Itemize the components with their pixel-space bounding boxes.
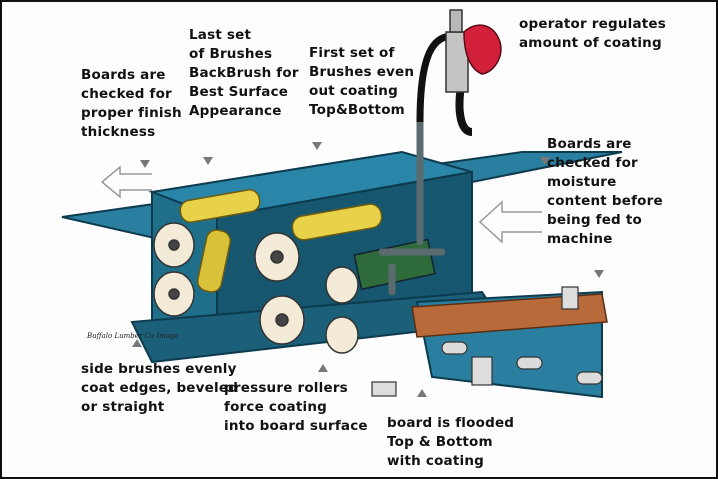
- label-side-brushes: side brushes evenly coat edges, beveled …: [81, 361, 239, 415]
- image-credit: Buffalo Lumber Co Image: [87, 332, 179, 340]
- label-pressure-rollers: pressure rollers force coating into boar…: [224, 380, 368, 434]
- side-guide-fixture: [371, 286, 579, 397]
- coating-pipes: [378, 118, 446, 296]
- pointer-arrows: [132, 142, 604, 397]
- right-outline-arrow: [478, 200, 542, 244]
- label-first-brushes: First set of Brushes even out coating To…: [309, 45, 415, 118]
- label-thickness-check: Boards are checked for proper finish thi…: [81, 67, 182, 140]
- label-flooded: board is flooded Top & Bottom with coati…: [387, 415, 515, 469]
- conveyor-rollers: [441, 341, 603, 385]
- label-operator: operator regulates amount of coating: [519, 16, 667, 51]
- valve-icon: [445, 9, 469, 93]
- left-outline-arrow: [100, 165, 152, 199]
- operator-hand-icon: [463, 24, 502, 75]
- label-moisture-check: Boards are checked for moisture content …: [547, 136, 663, 247]
- label-backbrush: Last set of Brushes BackBrush for Best S…: [189, 27, 299, 119]
- wood-board: [411, 293, 608, 338]
- brush-end-discs: [153, 222, 359, 354]
- upper-brushes: [179, 189, 383, 293]
